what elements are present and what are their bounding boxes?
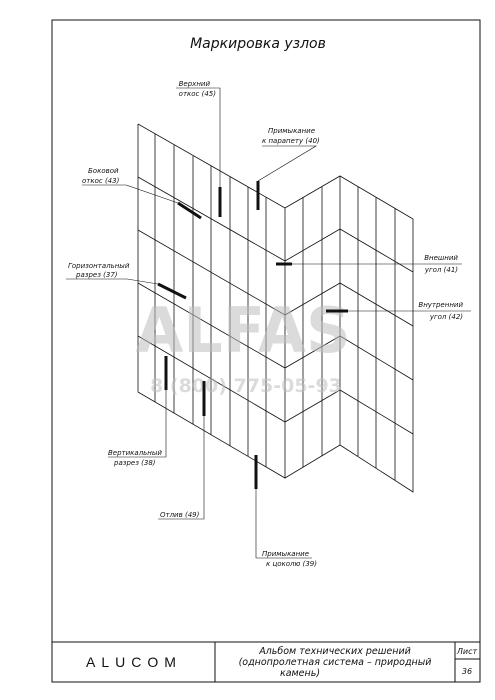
watermark-phone: 8 (800) 775-05-93 xyxy=(150,375,342,397)
sheet-title: Маркировка узлов xyxy=(190,36,326,52)
leader-vertical-section xyxy=(108,390,167,458)
callout-outer-corner-line1: Внешний xyxy=(424,254,458,262)
callout-drip-edge: Отлив (49) xyxy=(160,511,200,519)
left-panel-joint xyxy=(137,176,286,262)
marker-horizontal-section xyxy=(157,282,187,300)
sheet-frame xyxy=(51,19,481,683)
middle-panel-joint xyxy=(284,228,341,262)
album-title-line1: Альбом технических решений xyxy=(258,646,411,657)
callout-vertical-line2: разрез (38) xyxy=(113,459,156,467)
left-panel-joint xyxy=(137,282,286,369)
callout-plinth-line2: к цоколю (39) xyxy=(266,560,317,568)
right-panel-joint xyxy=(339,335,414,381)
callout-inner-corner-line2: угол (42) xyxy=(429,313,463,321)
leader-drip-edge xyxy=(158,416,205,520)
right-panel-outline xyxy=(339,175,414,493)
sheet-label: Лист xyxy=(456,647,478,656)
callout-top-slope-line2: откос (45) xyxy=(179,90,217,98)
right-panel-joint xyxy=(339,282,414,327)
album-title-line2: (однопролетная система – природный xyxy=(239,657,432,668)
leader-plinth-junction xyxy=(255,489,312,559)
callout-side-slope-line1: Боковой xyxy=(88,167,119,175)
callout-side-slope-line2: откос (43) xyxy=(82,177,120,185)
right-panel-joint xyxy=(339,389,414,435)
right-panel-joint xyxy=(339,228,414,273)
middle-panel-joint xyxy=(284,335,341,369)
marker-side-slope xyxy=(177,201,202,220)
callout-inner-corner-line1: Внутренний xyxy=(418,301,463,309)
leader-side-slope xyxy=(82,184,179,204)
sheet-number: 36 xyxy=(462,667,472,676)
callout-outer-corner-line2: угол (41) xyxy=(424,266,458,274)
middle-panel-joint xyxy=(284,282,341,316)
company-name: ALUCOM xyxy=(86,654,182,670)
watermark-brand: ALFAS xyxy=(135,294,350,367)
leader-parapet-junction xyxy=(257,145,318,182)
callout-horizontal-line2: разрез (37) xyxy=(75,271,118,279)
callout-top-slope-line1: Верхний xyxy=(179,80,211,88)
title-block: ALUCOM Альбом технических решений (одноп… xyxy=(52,641,480,682)
leader-lines xyxy=(66,87,471,559)
callout-horizontal-line1: Горизонтальный xyxy=(68,262,130,270)
callout-parapet-line1: Примыкание xyxy=(268,127,315,135)
leader-horizontal-section xyxy=(66,278,159,285)
leader-top-slope xyxy=(176,87,221,187)
node-markers xyxy=(157,181,348,489)
callout-parapet-line2: к парапету (40) xyxy=(262,137,320,145)
left-panel-joint xyxy=(137,229,286,316)
callout-vertical-line1: Вертикальный xyxy=(108,449,162,457)
callout-plinth-line1: Примыкание xyxy=(262,550,309,558)
middle-panel-joint xyxy=(284,389,341,423)
left-panel-joint xyxy=(137,335,286,423)
album-title-line3: камень) xyxy=(280,668,320,679)
